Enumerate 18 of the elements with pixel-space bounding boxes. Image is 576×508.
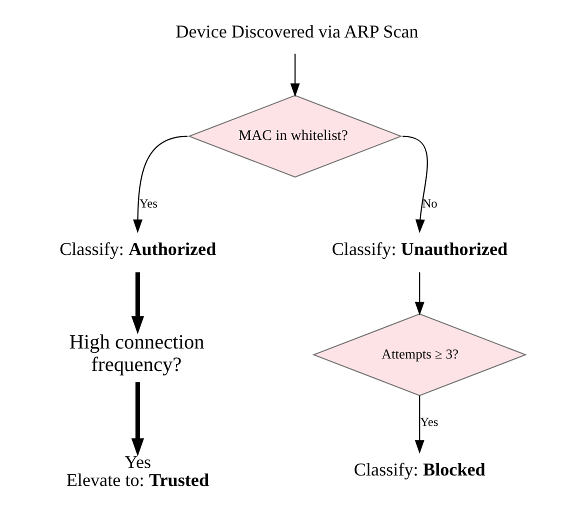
edge-label: Yes [139,196,158,210]
node-text: Classify: Authorized [60,238,216,259]
arrow [131,272,144,334]
node-diamond: Attempts ≥ 3? [312,313,528,396]
arrow [131,382,144,456]
node-text: Yes Elevate to: Trusted [66,452,210,490]
node-text: Classify: Blocked [354,460,486,480]
node-text: Device Discovered via ARP Scan [176,22,418,42]
node-diamond: MAC in whitelist? [188,94,402,178]
edge-label: No [422,196,438,210]
arrow [290,54,300,98]
arrow [414,272,424,316]
arrow [133,136,188,234]
node-text: High connection frequency? [69,331,204,376]
arrow [414,396,424,454]
edge-label: Yes [420,414,438,429]
arrow [402,136,428,234]
node-text: Classify: Unauthorized [332,238,508,259]
